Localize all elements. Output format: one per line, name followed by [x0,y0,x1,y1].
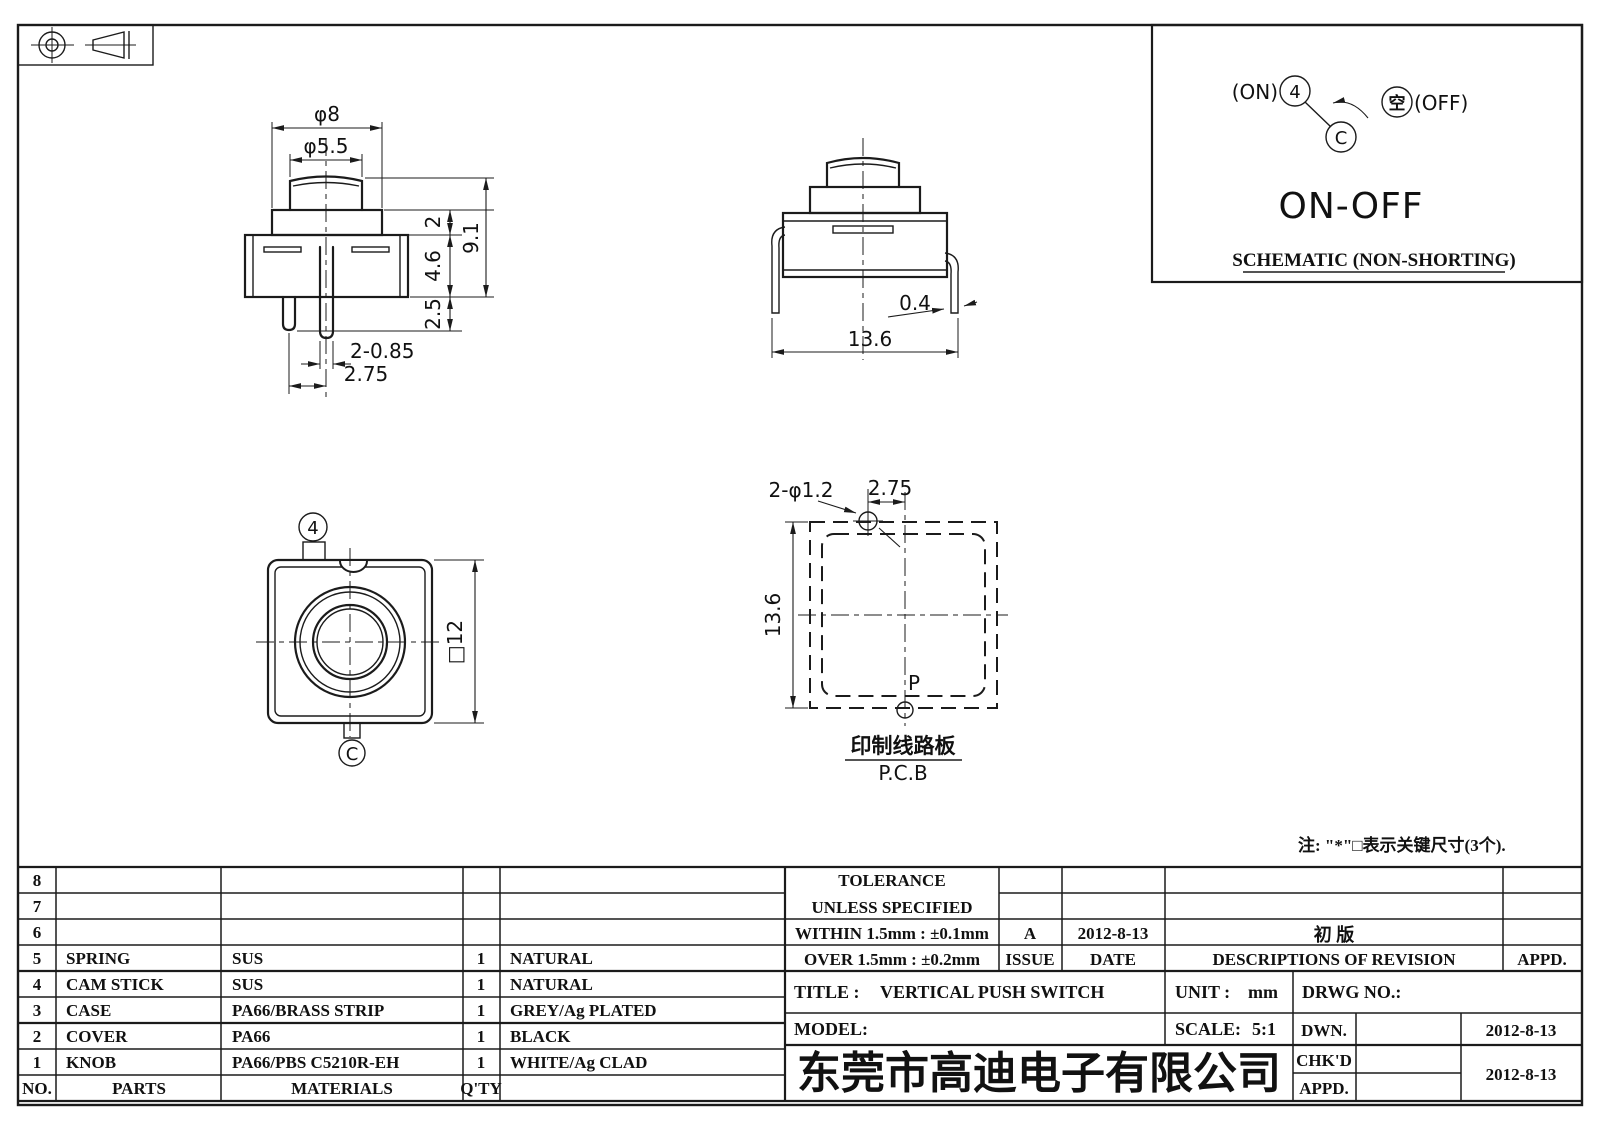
row-finish: WHITE/Ag CLAD [510,1053,647,1072]
schematic-terminal-c: C [1335,128,1348,149]
row-qty: 1 [477,949,486,968]
row-qty: 1 [477,975,486,994]
schematic-on-label: (ON) [1232,80,1278,104]
schematic-terminal-4: 4 [1289,82,1300,103]
row-part: COVER [66,1027,128,1046]
row-finish: NATURAL [510,949,593,968]
row-no: 5 [33,949,42,968]
dim-pin-pitch: 2.75 [344,362,389,386]
row-material: SUS [232,949,263,968]
row-finish: GREY/Ag PLATED [510,1001,657,1020]
pcb-caption-cn: 印制线路板 [851,734,957,758]
row-material: PA66/PBS C5210R-EH [232,1053,399,1072]
dim-9-1: 9.1 [459,222,483,254]
schematic-mode: ON-OFF [1278,186,1423,227]
dim-leg-thickness: 0.4 [899,291,931,315]
row-qty: 1 [477,1053,486,1072]
dim-phi5-5: φ5.5 [304,134,349,158]
revision-issue-label: ISSUE [1005,950,1054,969]
unit-label: UNIT : [1175,982,1230,1002]
appd-label: APPD. [1299,1079,1349,1098]
chkd-date: 2012-8-13 [1486,1065,1557,1084]
parts-table: 8 7 6 5 SPRING SUS 1 NATURAL 4 CAM STICK… [22,871,656,1098]
cone-projection-icon [85,31,136,59]
tolerance-title: TOLERANCE [838,871,945,890]
schematic-caption: SCHEMATIC (NON-SHORTING) [1232,250,1515,271]
dim-4-6: 4.6 [421,250,445,282]
header-parts: PARTS [112,1079,166,1098]
dim-square-12: □12 [443,620,467,664]
title-block: TITLE : VERTICAL PUSH SWITCH UNIT : mm D… [794,982,1556,1099]
title-value: VERTICAL PUSH SWITCH [880,982,1104,1002]
unit-value: mm [1248,982,1278,1002]
revision-description-label: DESCRIPTIONS OF REVISION [1212,950,1456,969]
row-no: 4 [33,975,42,994]
schematic-off-symbol: 空 [1389,93,1406,113]
company-name: 东莞市高迪电子有限公司 [797,1048,1281,1099]
row-no: 3 [33,1001,42,1020]
pcb-label-p: P [908,671,920,695]
row-no: 6 [33,923,42,942]
schematic-box: (ON) 4 C 空 (OFF) ON-OFF SCHEMATIC (NON-S… [1150,23,1584,284]
title-label: TITLE : [794,982,860,1002]
terminal-c-label: C [346,744,359,765]
dim-pin-width: 2-0.85 [350,339,414,363]
drwg-no-label: DRWG NO.: [1302,982,1401,1002]
row-no: 2 [33,1027,42,1046]
row-material: PA66 [232,1027,270,1046]
model-label: MODEL: [794,1019,868,1039]
tolerance-subtitle: UNLESS SPECIFIED [811,898,972,917]
row-part: KNOB [66,1053,116,1072]
dim-pcb-pitch: 2.75 [868,476,913,500]
row-part: CAM STICK [66,975,165,994]
revision-block: A 2012-8-13 初 版 ISSUE DATE DESCRIPTIONS … [1005,924,1566,969]
row-material: PA66/BRASS STRIP [232,1001,384,1020]
side-view: 0.4 13.6 [771,138,978,360]
dwn-date: 2012-8-13 [1486,1021,1557,1040]
revision-issue-value: A [1024,924,1037,943]
table-grid [18,865,1582,1103]
revision-appd-label: APPD. [1517,950,1567,969]
pcb-caption-en: P.C.B [878,761,927,785]
pcb-view: P 2-φ1.2 2.75 13.6 印制线路板 P.C.B [761,476,1008,785]
top-view: 4 C □12 [256,512,484,767]
terminal-4-label: 4 [307,518,318,539]
dwn-label: DWN. [1301,1021,1347,1040]
dim-body-width: 13.6 [848,327,893,351]
revision-date-label: DATE [1090,950,1136,969]
schematic-off-label: (OFF) [1414,91,1468,115]
tolerance-within: WITHIN 1.5mm : ±0.1mm [795,924,989,943]
drawing-border [16,23,1584,1107]
row-no: 7 [33,897,42,916]
header-qty: Q'TY [460,1079,502,1098]
revision-date-value: 2012-8-13 [1078,924,1149,943]
dim-2-5: 2.5 [421,298,445,330]
dim-pcb-height: 13.6 [761,593,785,638]
front-view: φ8 φ5.5 2 4.6 2.5 9.1 2-0.85 2.75 [243,102,494,398]
tolerance-over: OVER 1.5mm : ±0.2mm [804,950,980,969]
row-finish: BLACK [510,1027,571,1046]
key-dimension-note: 注: "*"□表示关键尺寸(3个). [1298,835,1506,855]
tolerance-block: TOLERANCE UNLESS SPECIFIED WITHIN 1.5mm … [795,871,989,969]
header-no: NO. [22,1079,52,1098]
header-materials: MATERIALS [291,1079,393,1098]
projection-symbols [17,24,154,66]
row-qty: 1 [477,1027,486,1046]
dim-2: 2 [421,216,445,229]
row-part: SPRING [66,949,130,968]
scale-label: SCALE: [1175,1019,1241,1039]
row-qty: 1 [477,1001,486,1020]
row-material: SUS [232,975,263,994]
row-part: CASE [66,1001,111,1020]
dim-phi8: φ8 [314,102,340,126]
scale-value: 5:1 [1252,1019,1276,1039]
row-no: 8 [33,871,42,890]
revision-description-value: 初 版 [1314,924,1355,945]
dim-holes: 2-φ1.2 [769,478,834,502]
row-finish: NATURAL [510,975,593,994]
chkd-label: CHK'D [1296,1051,1352,1070]
row-no: 1 [33,1053,42,1072]
